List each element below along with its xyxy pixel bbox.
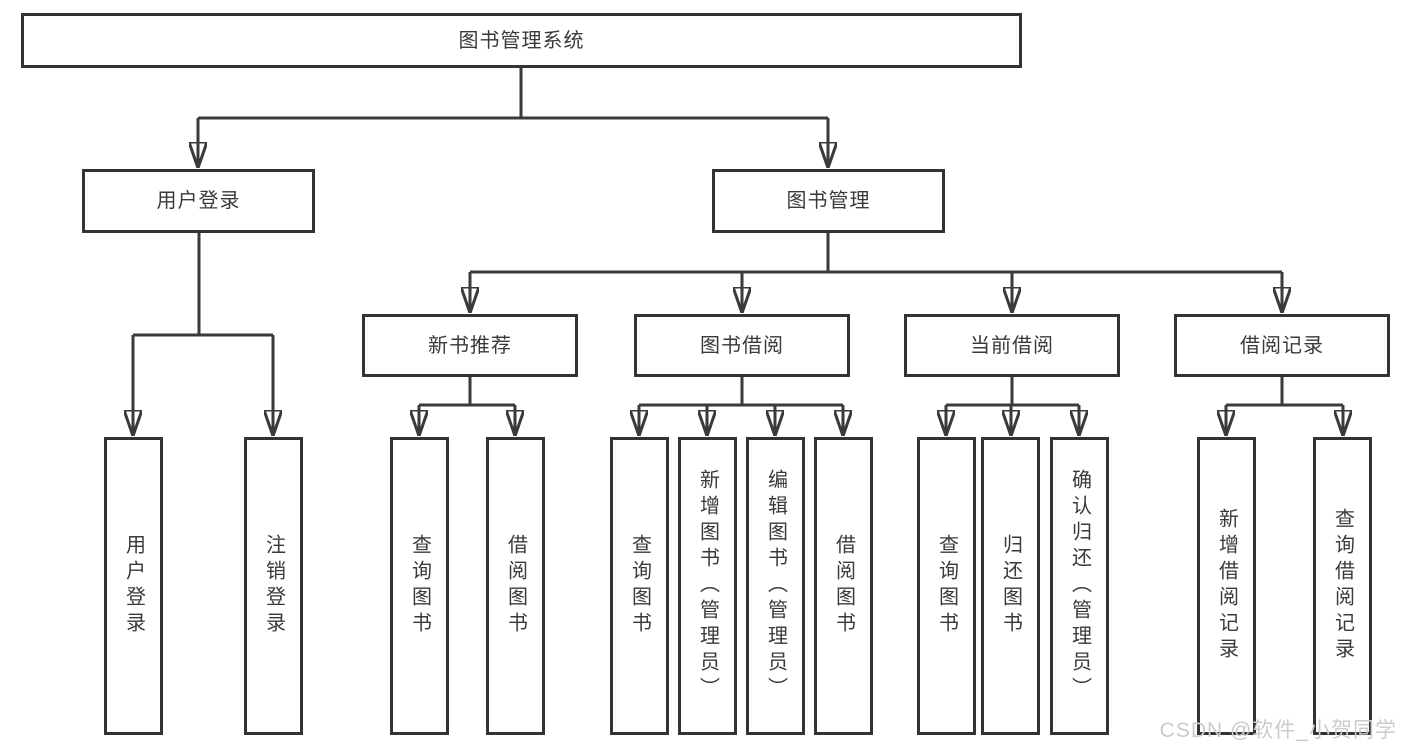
- leaf-add-borrow-record: 新增借阅记录: [1197, 437, 1256, 735]
- leaf-return-book: 归还图书: [981, 437, 1040, 735]
- leaf-add-book-admin: 新增图书（管理员）: [678, 437, 737, 735]
- node-user-login: 用户登录: [82, 169, 315, 233]
- csdn-watermark: CSDN @软件_小贺同学: [1159, 719, 1397, 742]
- node-book-management: 图书管理: [712, 169, 945, 233]
- leaf-query-books-recommend: 查询图书: [390, 437, 449, 735]
- leaf-query-borrow-record: 查询借阅记录: [1313, 437, 1372, 735]
- node-current-borrowing: 当前借阅: [904, 314, 1120, 377]
- node-new-book-recommend: 新书推荐: [362, 314, 578, 377]
- leaf-confirm-return-admin: 确认归还（管理员）: [1050, 437, 1109, 735]
- node-root-system: 图书管理系统: [21, 13, 1022, 68]
- leaf-borrow-books-borrowing: 借阅图书: [814, 437, 873, 735]
- node-borrowing-records: 借阅记录: [1174, 314, 1390, 377]
- leaf-edit-book-admin: 编辑图书（管理员）: [746, 437, 805, 735]
- node-book-borrowing: 图书借阅: [634, 314, 850, 377]
- leaf-query-books-borrowing: 查询图书: [610, 437, 669, 735]
- leaf-borrow-books-recommend: 借阅图书: [486, 437, 545, 735]
- leaf-query-books-current: 查询图书: [917, 437, 976, 735]
- leaf-user-login: 用户登录: [104, 437, 163, 735]
- leaf-logout: 注销登录: [244, 437, 303, 735]
